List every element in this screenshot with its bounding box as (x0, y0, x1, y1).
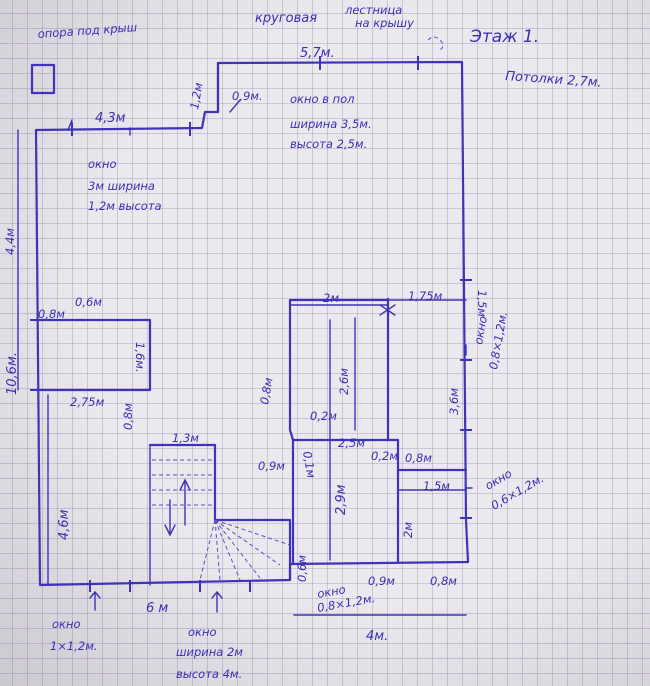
dim-36: 3,6м (447, 388, 461, 415)
window-bottom-left-1: окно (52, 617, 81, 631)
floor-title: Этаж 1. (469, 27, 539, 47)
window-bottom-mid-3: высота 4м. (176, 667, 242, 681)
window-right1-1: окно (471, 315, 490, 346)
dim-bottom-6: 6 м (146, 601, 168, 616)
stair-top-label-1: круговая (255, 11, 317, 26)
outer-walls (34, 60, 470, 587)
window-top-left-1: окно (88, 157, 117, 171)
window-top-left-3: 1,2м высота (88, 199, 162, 213)
dim-275: 2,75м (70, 395, 105, 409)
window-floor-3: высота 2,5м. (290, 137, 367, 151)
dim-175: 1,75м (408, 289, 443, 303)
dim-left-upper: 4,4м (3, 228, 17, 255)
right-rooms (288, 298, 468, 566)
dim-08-c: 0,8м (405, 451, 432, 465)
dim-01: 0,1м (300, 450, 319, 479)
dim-top-left: 4,3м (95, 111, 126, 126)
dim-08v: 0,8м (121, 403, 135, 430)
window-bottom-mid-1: окно (188, 625, 217, 639)
window-right1-2: 0,8×1,2м. (486, 310, 510, 370)
dimension-lines (17, 56, 473, 616)
window-top-left-2: 3м ширина (88, 179, 155, 193)
dim-08-b: 0,8м (430, 574, 457, 588)
window-bottom-left-2: 1×1,2м. (50, 639, 98, 653)
support-box (30, 63, 56, 95)
dim-2-bath: 2м (401, 522, 415, 538)
stair-area (148, 443, 292, 586)
window-floor-1: окно в пол (290, 92, 355, 106)
dim-06-b: 0,6м (295, 555, 309, 582)
stair-top-label-2: лестница (344, 3, 402, 17)
dim-09-b: 0,9м (368, 574, 395, 588)
dim-left-lower: 4,6м (57, 509, 72, 540)
dim-02b: 0,2м (371, 449, 398, 463)
dim-26: 2,6м (337, 368, 351, 395)
dim-09-door: 0,9м (258, 459, 285, 473)
labels: опора под крыш круговая лестница на крыш… (3, 3, 602, 681)
dim-2: 2м (323, 291, 339, 305)
dim-16: 1,6м. (133, 342, 147, 373)
dim-4: 4м. (366, 629, 388, 644)
support-label: опора под крыш (37, 20, 138, 41)
window-floor-2: ширина 3,5м. (290, 117, 372, 131)
dim-06: 0,6м (75, 295, 102, 309)
dim-15-bath: 1,5м (423, 479, 450, 493)
dim-08: 0,8м (38, 307, 65, 321)
window-bottom-right-1: окно (316, 582, 347, 601)
stair-top-label-3: на крышу (355, 16, 414, 30)
dim-29: 2,9м (334, 484, 349, 515)
left-closet (34, 318, 152, 392)
dim-15-right: 1,5м (475, 290, 489, 317)
dim-notch-h: 0,9м. (232, 89, 263, 103)
dim-25: 2,5м (338, 436, 365, 450)
dim-notch-v: 1,2м (187, 81, 206, 110)
spiral-stair-mark (427, 36, 444, 51)
dim-02: 0,2м (310, 409, 337, 423)
ceiling-label: Потолки 2,7м. (505, 69, 602, 91)
dim-13: 1,3м (172, 431, 199, 445)
dim-left-total: 10,6м. (5, 352, 20, 395)
dim-08-corr: 0,8м (257, 376, 276, 405)
window-bottom-mid-2: ширина 2м (176, 645, 243, 659)
dim-top: 5,7м. (300, 46, 335, 61)
